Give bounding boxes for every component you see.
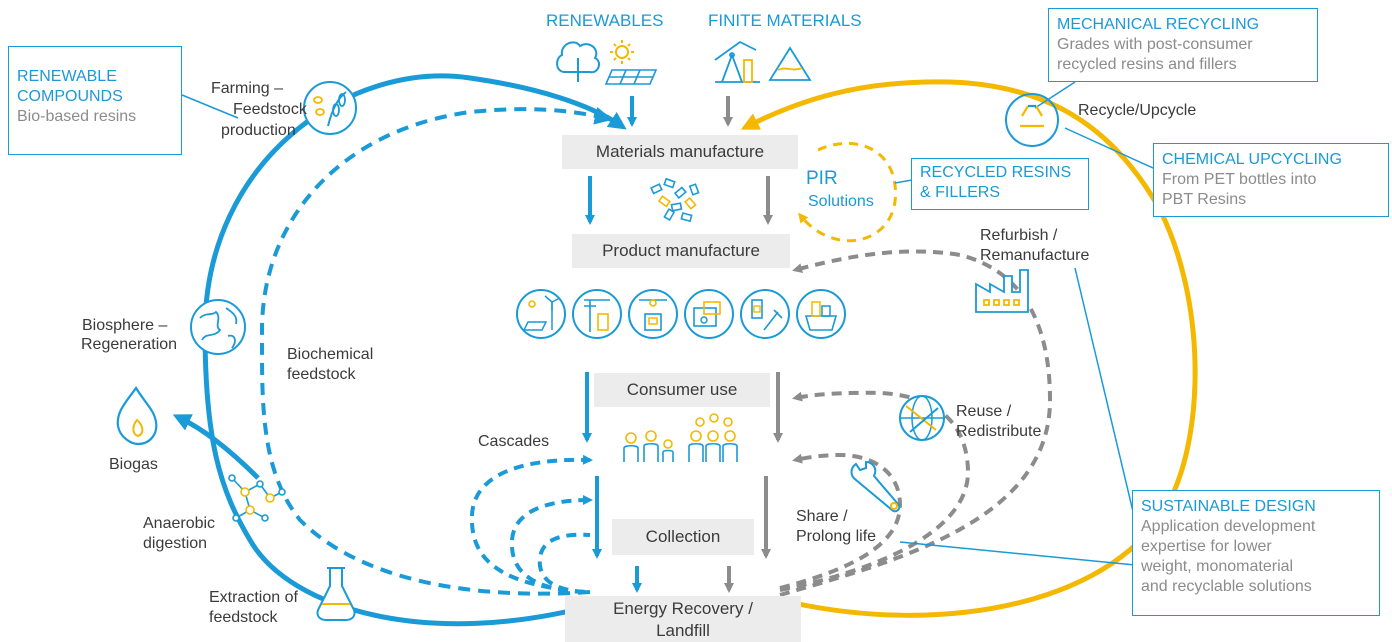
factory-icon	[975, 269, 1029, 313]
extraction-label-2: feedstock	[209, 609, 278, 626]
chemical-upcycling-body-1: From PET bottles into	[1162, 171, 1317, 188]
biogas-label: Biogas	[109, 456, 158, 473]
outer-blue-loop	[202, 73, 627, 627]
share-label-2: Prolong life	[796, 528, 877, 545]
wind-solar-icon	[516, 289, 566, 339]
extraction-label-1: Extraction of	[209, 589, 298, 606]
leader-recycled-resins	[894, 179, 913, 184]
recycle-upcycle-label: Recycle/Upcycle	[1078, 102, 1197, 119]
solar-panel-icon	[604, 69, 658, 85]
farming-label-3: production	[221, 122, 296, 139]
sustainable-design-title: SUSTAINABLE DESIGN	[1141, 498, 1316, 515]
reuse-label-1: Reuse /	[956, 403, 1012, 420]
sustainable-design-box: SUSTAINABLE DESIGN Application developme…	[1132, 490, 1380, 616]
cascade-loop-inner	[537, 532, 591, 594]
biochemical-label-1: Biochemical	[287, 346, 374, 363]
reuse-label-2: Redistribute	[956, 423, 1042, 440]
sustainable-design-body-4: and recyclable solutions	[1141, 578, 1312, 595]
outer-yellow-loop	[740, 79, 1198, 618]
stage-consumer-use: Consumer use	[594, 373, 770, 407]
renewables-label: RENEWABLES	[546, 11, 664, 30]
mechanical-recycling-body-1: Grades with post-consumer	[1057, 36, 1253, 53]
wheat-icon	[303, 81, 357, 135]
stage-energy-recovery: Energy Recovery / Landfill	[565, 596, 801, 642]
shopping-icon	[796, 289, 846, 339]
recycled-resins-box: RECYCLED RESINS & FILLERS	[911, 158, 1089, 210]
people-icon	[623, 413, 738, 462]
pir-dashed-loop	[798, 141, 898, 243]
globe-icon	[190, 299, 246, 355]
farming-label-1: Farming –	[211, 80, 284, 97]
wrench-icon	[850, 460, 901, 513]
stage-product-manufacture: Product manufacture	[572, 234, 790, 268]
sustainable-design-body-1: Application development	[1141, 518, 1316, 535]
medical-icon	[740, 289, 790, 339]
leader-design-refurbish	[1074, 267, 1136, 521]
mountain-icon	[768, 46, 812, 81]
anaerobic-label-1: Anaerobic	[143, 515, 216, 532]
biochemical-dashed-arrow	[259, 106, 613, 596]
flask-icon	[316, 567, 356, 621]
mechanical-recycling-body-2: recycled resins and fillers	[1057, 56, 1237, 73]
globe-arrows-icon	[899, 395, 945, 441]
chemical-upcycling-box: CHEMICAL UPCYCLING From PET bottles into…	[1153, 143, 1389, 217]
camera-icon	[684, 289, 734, 339]
stage-collection: Collection	[612, 519, 754, 555]
biosphere-label-2: Regeneration	[81, 336, 178, 353]
cascades-label: Cascades	[478, 433, 550, 450]
finite-materials-label: FINITE MATERIALS	[708, 11, 862, 30]
pellets-icon	[650, 177, 700, 223]
molecule-icon	[228, 474, 286, 522]
mechanical-recycling-title: MECHANICAL RECYCLING	[1057, 16, 1260, 33]
renewable-compounds-box: RENEWABLE COMPOUNDS Bio-based resins	[8, 46, 182, 155]
biogas-arrow	[172, 414, 260, 480]
renewable-compounds-title-2: COMPOUNDS	[17, 88, 123, 105]
biochemical-label-2: feedstock	[287, 366, 356, 383]
recycle-icon	[1005, 93, 1059, 147]
cascade-loop-outer	[469, 454, 593, 594]
energy-recovery-line-1: Energy Recovery /	[613, 599, 753, 618]
refurbish-label-2: Remanufacture	[980, 247, 1090, 264]
oil-pump-icon	[714, 40, 760, 83]
share-dashed-loop	[779, 452, 903, 590]
chemical-upcycling-body-2: PBT Resins	[1162, 191, 1247, 208]
mechanical-recycling-box: MECHANICAL RECYCLING Grades with post-co…	[1048, 8, 1318, 82]
cascade-loop-middle	[509, 495, 593, 594]
anaerobic-label-2: digestion	[143, 535, 208, 552]
reuse-dashed-loop	[779, 390, 971, 592]
refurbish-label-1: Refurbish /	[980, 227, 1058, 244]
leader-design-share	[899, 541, 1136, 566]
recycled-resins-title-1: RECYCLED RESINS	[920, 164, 1072, 181]
renewable-compounds-body: Bio-based resins	[17, 108, 137, 125]
farming-label-2: Feedstock	[233, 101, 307, 118]
stage-materials-manufacture: Materials manufacture	[562, 135, 798, 169]
sustainable-design-body-3: weight, monomaterial	[1141, 558, 1294, 575]
tree-icon	[556, 41, 601, 82]
recycled-resins-title-2: & FILLERS	[920, 184, 1001, 201]
energy-recovery-line-2: Landfill	[656, 621, 710, 640]
construction-icon	[572, 289, 622, 339]
share-label-1: Share /	[796, 508, 848, 525]
biosphere-label-1: Biosphere –	[82, 317, 168, 334]
sustainable-design-body-2: expertise for lower	[1141, 538, 1272, 555]
renewable-compounds-title-1: RENEWABLE	[17, 68, 117, 85]
leader-mechanical	[1034, 81, 1076, 109]
chemical-upcycling-title: CHEMICAL UPCYCLING	[1162, 151, 1342, 168]
leader-renewable-compounds	[181, 94, 239, 119]
lamp-icon	[628, 289, 678, 339]
refurbish-dashed-loop	[779, 249, 1053, 597]
pir-label-2: Solutions	[808, 193, 874, 210]
sun-icon	[610, 40, 634, 64]
pir-label-1: PIR	[806, 168, 838, 189]
flame-icon	[116, 386, 158, 446]
